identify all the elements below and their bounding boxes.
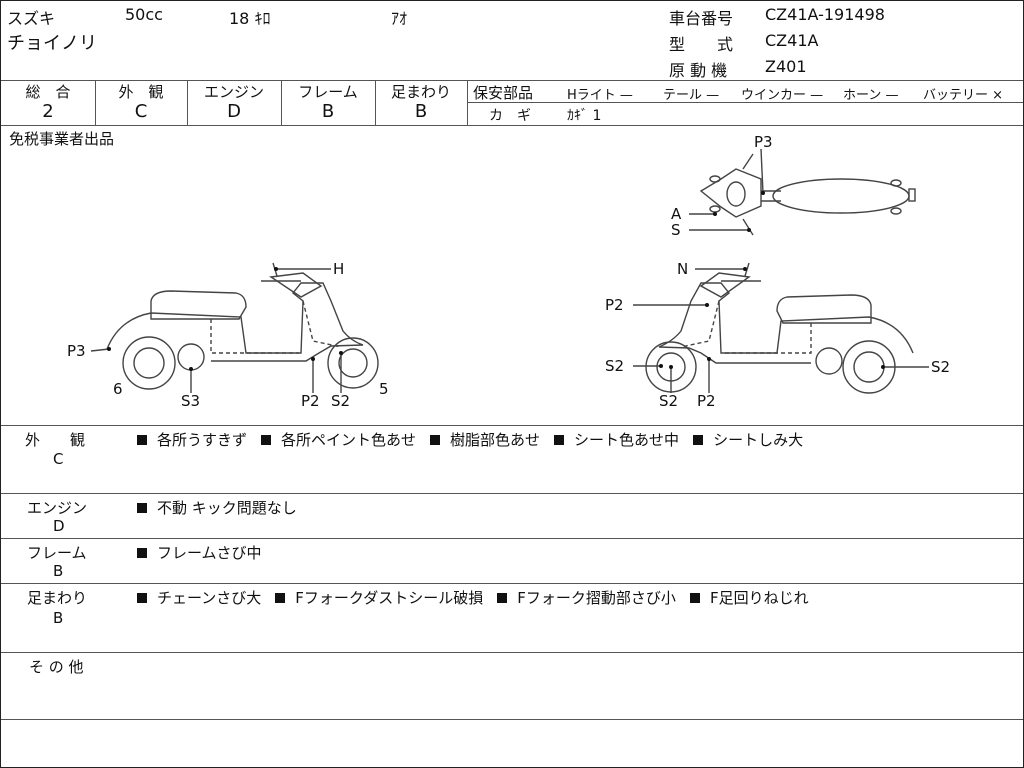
key-value: ｶｷﾞ 1 xyxy=(567,108,602,124)
safety-item-horn: ホーン — xyxy=(843,88,899,103)
damage-diagram: P3 A S H P3 6 S3 P2 S2 5 N P2 S2 S2 S2 P… xyxy=(67,133,950,410)
label-right-p2: P2 xyxy=(605,296,624,314)
frame-no-label: 車台番号 xyxy=(669,9,734,28)
section-frame-grade: B xyxy=(53,562,64,580)
safety-item-headlight: Hライト — xyxy=(567,88,633,103)
label-left-6: 6 xyxy=(113,380,123,398)
maker: スズキ xyxy=(7,9,56,28)
label-right-p2b: P2 xyxy=(697,392,716,410)
label-left-p3: P3 xyxy=(67,342,86,360)
section-other-title: そ の 他 xyxy=(29,658,84,676)
body-color: ｱｵ xyxy=(391,9,408,28)
section-engine-items: 不動 キック問題なし xyxy=(137,497,311,518)
section-exterior-grade: C xyxy=(53,450,64,468)
scooter-left-view xyxy=(106,262,379,390)
scooter-top-view xyxy=(699,153,916,236)
grade-total-label: 総 合 xyxy=(25,83,71,101)
safety-parts-label: 保安部品 xyxy=(473,84,534,102)
type-label: 型 式 xyxy=(669,35,734,54)
label-left-s3: S3 xyxy=(181,392,200,410)
safety-item-battery: バッテリー × xyxy=(923,88,1004,103)
mileage: 18 ｷﾛ xyxy=(229,9,271,28)
safety-item-tail: テール — xyxy=(663,88,720,103)
section-frame-title: フレーム xyxy=(27,544,87,562)
key-label: カ ギ xyxy=(489,108,531,124)
label-right-s2b: S2 xyxy=(659,392,678,410)
tax-note: 免税事業者出品 xyxy=(9,130,115,148)
grade-suspension-label: 足まわり xyxy=(390,83,451,101)
grade-exterior-label: 外 観 xyxy=(118,83,164,101)
label-top-p3: P3 xyxy=(754,133,773,151)
label-right-s2a: S2 xyxy=(605,357,624,375)
section-suspension-title: 足まわり xyxy=(27,589,88,607)
section-exterior-items: 各所うすきず各所ペイント色あせ樹脂部色あせシート色あせ中シートしみ大 xyxy=(137,429,817,450)
scooter-right-view xyxy=(645,262,914,394)
section-engine-grade: D xyxy=(53,517,65,535)
grade-engine-label: エンジン xyxy=(203,83,264,101)
grade-total-value: 2 xyxy=(42,101,54,122)
model-name: チョイノリ xyxy=(7,33,97,54)
grade-frame-label: フレーム xyxy=(298,83,358,101)
label-left-s2: S2 xyxy=(331,392,350,410)
displacement: 50cc xyxy=(125,5,163,24)
label-left-h: H xyxy=(333,260,344,278)
grade-engine-value: D xyxy=(227,101,241,122)
section-frame-items: フレームさび中 xyxy=(137,542,276,563)
label-top-a: A xyxy=(671,205,682,223)
label-right-n: N xyxy=(677,260,688,278)
section-engine-title: エンジン xyxy=(27,499,88,517)
type-value: CZ41A xyxy=(765,31,819,50)
safety-item-winker: ウインカー — xyxy=(741,88,824,103)
frame-no: CZ41A-191498 xyxy=(765,5,885,24)
engine-label: 原 動 機 xyxy=(669,61,728,80)
label-left-p2: P2 xyxy=(301,392,320,410)
label-top-s: S xyxy=(671,221,681,239)
engine-value: Z401 xyxy=(765,57,807,76)
section-suspension-grade: B xyxy=(53,609,64,627)
section-exterior-title: 外 観 xyxy=(25,431,86,449)
label-right-s2c: S2 xyxy=(931,358,950,376)
grade-frame-value: B xyxy=(321,101,335,122)
grade-suspension-value: B xyxy=(414,101,428,122)
grade-exterior-value: C xyxy=(134,101,148,122)
label-left-5: 5 xyxy=(379,380,389,398)
